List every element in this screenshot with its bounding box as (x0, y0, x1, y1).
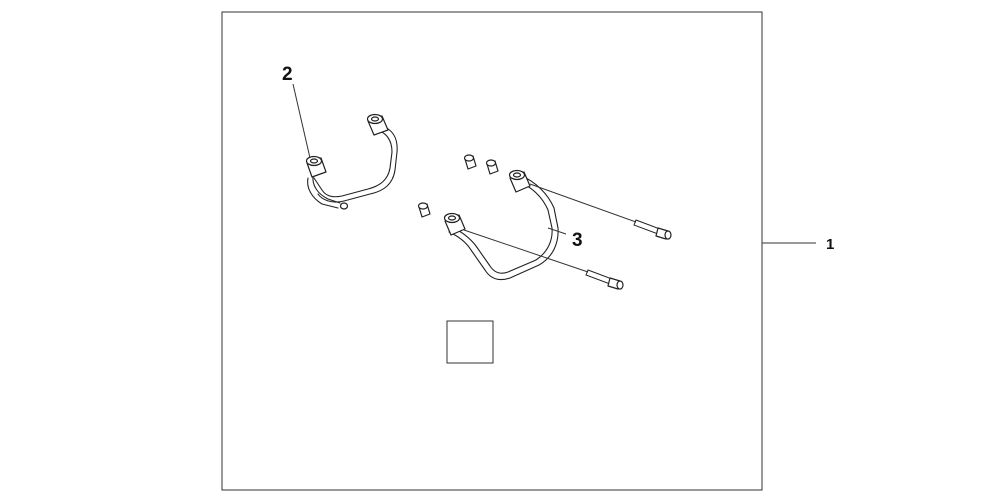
hardware-set (417, 154, 672, 290)
leader-line-2 (292, 83, 311, 159)
callout-1: 1 (826, 236, 834, 253)
nut-lower-left (417, 202, 431, 218)
part-2-bracket (305, 113, 398, 210)
instruction-sheet (446, 320, 494, 364)
part-3-bracket (443, 169, 559, 281)
callout-3: 3 (572, 230, 583, 251)
nut-upper-right (485, 159, 499, 175)
leader-line-3 (547, 227, 567, 235)
nut-upper-left (463, 154, 477, 170)
bolt-upper (633, 219, 672, 240)
callout-2: 2 (282, 64, 293, 85)
kit-frame (221, 11, 763, 491)
bolt-lower (585, 269, 624, 290)
